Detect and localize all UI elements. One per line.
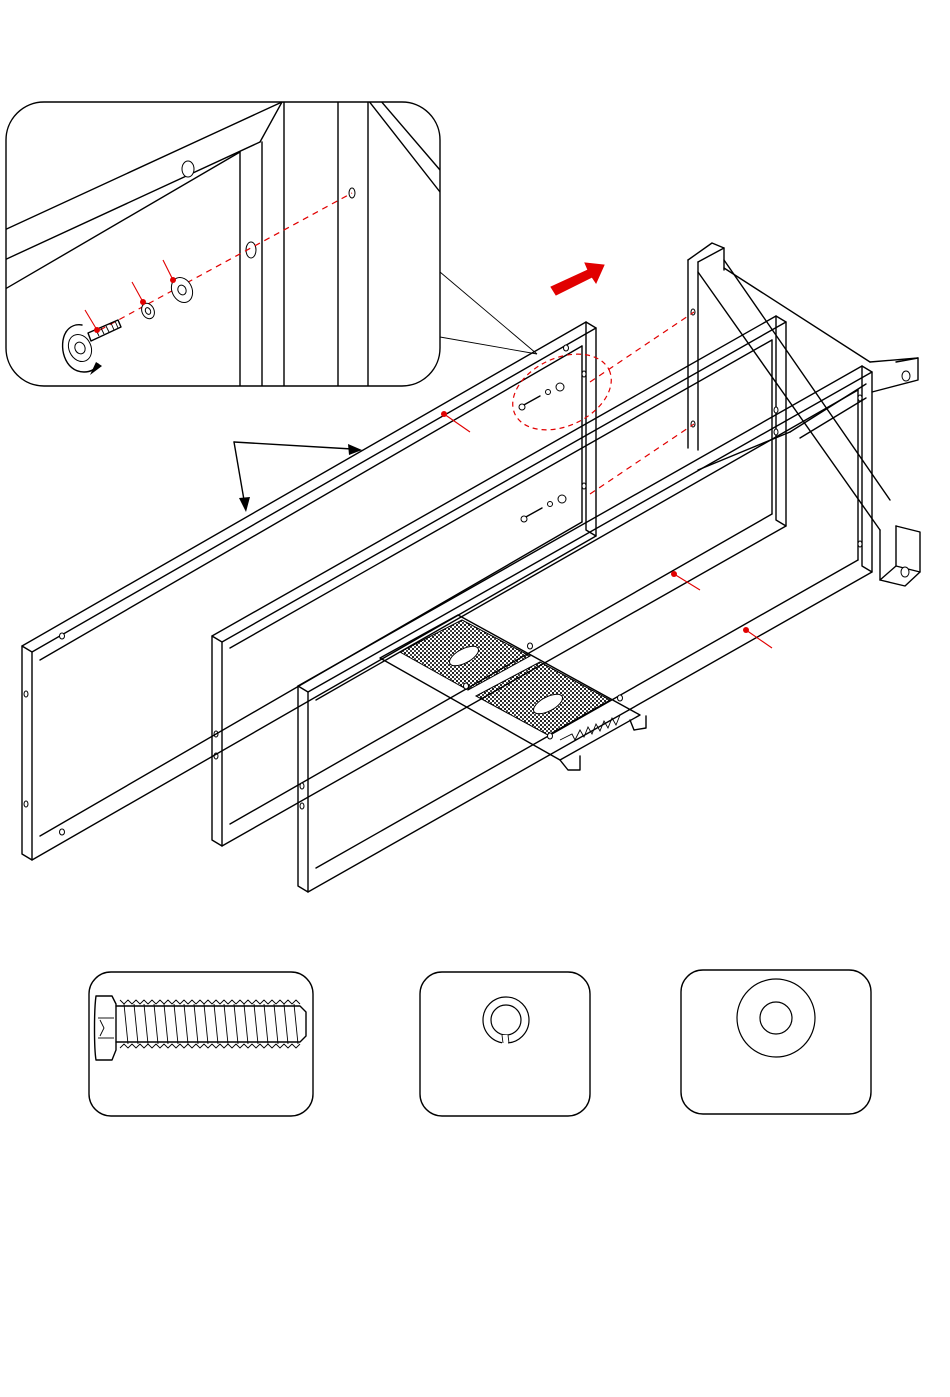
side-frame bbox=[688, 243, 920, 586]
main-hardware-lower bbox=[521, 424, 694, 522]
detail-inset bbox=[0, 100, 537, 390]
inset-callout-line-top bbox=[440, 272, 537, 354]
inset-hole-top bbox=[182, 161, 194, 177]
mesh-platform bbox=[380, 615, 646, 770]
flat-washer-panel bbox=[681, 970, 871, 1114]
flat-washer-icon bbox=[737, 979, 815, 1057]
spring-washer-panel bbox=[420, 972, 590, 1116]
bolt-panel bbox=[89, 972, 313, 1116]
pointer-arrows bbox=[234, 442, 362, 512]
highlight-circle bbox=[501, 339, 624, 445]
inset-callout-line-bottom bbox=[440, 337, 537, 354]
red-arrow-icon bbox=[551, 263, 604, 295]
